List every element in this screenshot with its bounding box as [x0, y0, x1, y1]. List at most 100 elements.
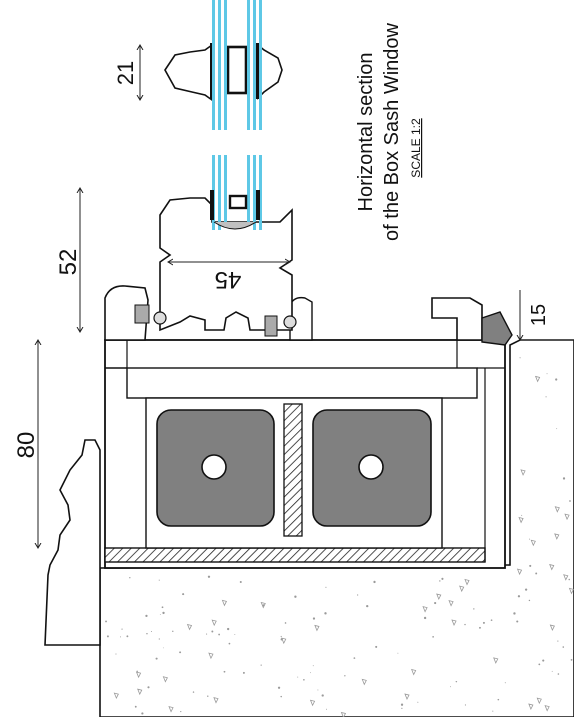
stone-speckle — [321, 694, 324, 697]
stone-speckle — [158, 638, 160, 640]
stone-speckle — [517, 595, 521, 598]
stone-speckle — [545, 396, 547, 398]
stone-speckle — [113, 692, 119, 700]
stone-speckle — [493, 657, 499, 664]
stone-speckle — [366, 604, 369, 608]
stone-speckle — [375, 645, 378, 648]
stone-speckle — [564, 513, 570, 521]
stone-speckle — [464, 623, 466, 626]
stone-speckle — [121, 628, 123, 630]
stone-speckle — [223, 670, 226, 673]
stone-speckle — [147, 686, 150, 689]
stone-speckle — [211, 619, 217, 627]
staff-bead — [104, 285, 149, 341]
stone-speckle — [422, 606, 428, 613]
stone-speckle — [518, 516, 524, 524]
stone-speckle — [162, 676, 168, 683]
stone-speckle — [432, 635, 434, 638]
stone-speckle — [516, 568, 523, 576]
stone-speckle — [207, 575, 211, 578]
stone-speckle — [549, 563, 555, 571]
stone-speckle — [556, 428, 558, 430]
stone-speckle — [521, 514, 523, 516]
stone-speckle — [106, 635, 109, 638]
stone-speckle — [260, 601, 266, 609]
stone-speckle — [168, 706, 174, 713]
stone-speckle — [538, 663, 541, 666]
stone-speckle — [397, 652, 399, 654]
stone-speckle — [162, 611, 165, 615]
stone-speckle — [513, 612, 516, 615]
stone-speckle — [309, 699, 316, 707]
stone-speckle — [492, 710, 494, 712]
stone-speckle — [528, 599, 531, 602]
stone-speckle — [115, 653, 117, 655]
stone-speckle — [528, 703, 534, 711]
stone-speckle — [280, 695, 282, 698]
stone-speckle — [208, 652, 214, 660]
stone-speckle — [211, 630, 214, 633]
glazing-bar — [164, 0, 283, 155]
stone-speckle — [520, 469, 526, 476]
stone-speckle — [353, 657, 356, 659]
stone-speckle — [317, 689, 319, 691]
stone-speckle — [464, 578, 470, 586]
external-sill — [431, 297, 513, 346]
stone-speckle — [213, 697, 219, 704]
stone-speckle — [534, 375, 541, 383]
stone-speckle — [192, 691, 195, 693]
stone-speckle — [554, 533, 560, 540]
stone-speckle — [326, 708, 328, 710]
stone-speckle — [546, 373, 548, 375]
dim-sill-step: 15 — [528, 304, 550, 326]
sash-weight-left — [156, 409, 275, 527]
stone-speckle — [423, 616, 427, 620]
stone-speckle — [179, 651, 182, 654]
stone-speckle — [297, 676, 299, 678]
stone-speckle — [159, 614, 161, 616]
dim-sash-depth: 52 — [55, 249, 82, 276]
stone-speckle — [180, 710, 182, 713]
stone-speckle — [126, 635, 129, 638]
stone-speckle — [464, 704, 467, 706]
stone-speckle — [105, 620, 107, 623]
stone-speckle — [450, 686, 451, 688]
interior-architrave — [44, 439, 101, 646]
drawing-title-line2: of the Box Sash Window — [381, 22, 403, 240]
stone-speckle — [134, 705, 137, 708]
stone-speckle — [524, 588, 528, 591]
stone-speckle — [294, 595, 297, 598]
stone-speckle — [186, 623, 193, 631]
stone-speckle — [557, 673, 560, 675]
stone-speckle — [535, 572, 538, 575]
stone-speckle — [260, 664, 262, 666]
stone-speckle — [542, 659, 545, 662]
stone-speckle — [284, 622, 287, 624]
stone-speckle — [207, 695, 209, 697]
stone-speckle — [529, 564, 532, 567]
stone-speckle — [136, 670, 138, 673]
stone-speckle — [135, 671, 142, 679]
dim-bar-depth: 21 — [113, 61, 138, 85]
stone-speckle — [158, 579, 160, 581]
stone-speckle — [242, 671, 245, 674]
stone-speckle — [141, 712, 144, 715]
dimension-lines — [38, 45, 574, 548]
stone-speckle — [490, 619, 493, 621]
stone-speckle — [280, 638, 283, 641]
stone-speckle — [479, 626, 481, 629]
stone-speckle — [549, 624, 555, 632]
stone-speckle — [404, 693, 410, 701]
stone-speckle — [568, 578, 570, 581]
stone-speckle — [436, 593, 442, 601]
stone-speckle — [312, 617, 316, 620]
drawing-scale: SCALE 1:2 — [409, 118, 423, 178]
stone-speckle — [172, 630, 174, 633]
stone-speckle — [562, 477, 566, 480]
stone-speckle — [497, 698, 500, 701]
stone-speckle — [314, 624, 320, 632]
stone-speckle — [129, 577, 131, 579]
stone-speckle — [239, 580, 242, 583]
stone-speckle — [162, 647, 164, 649]
